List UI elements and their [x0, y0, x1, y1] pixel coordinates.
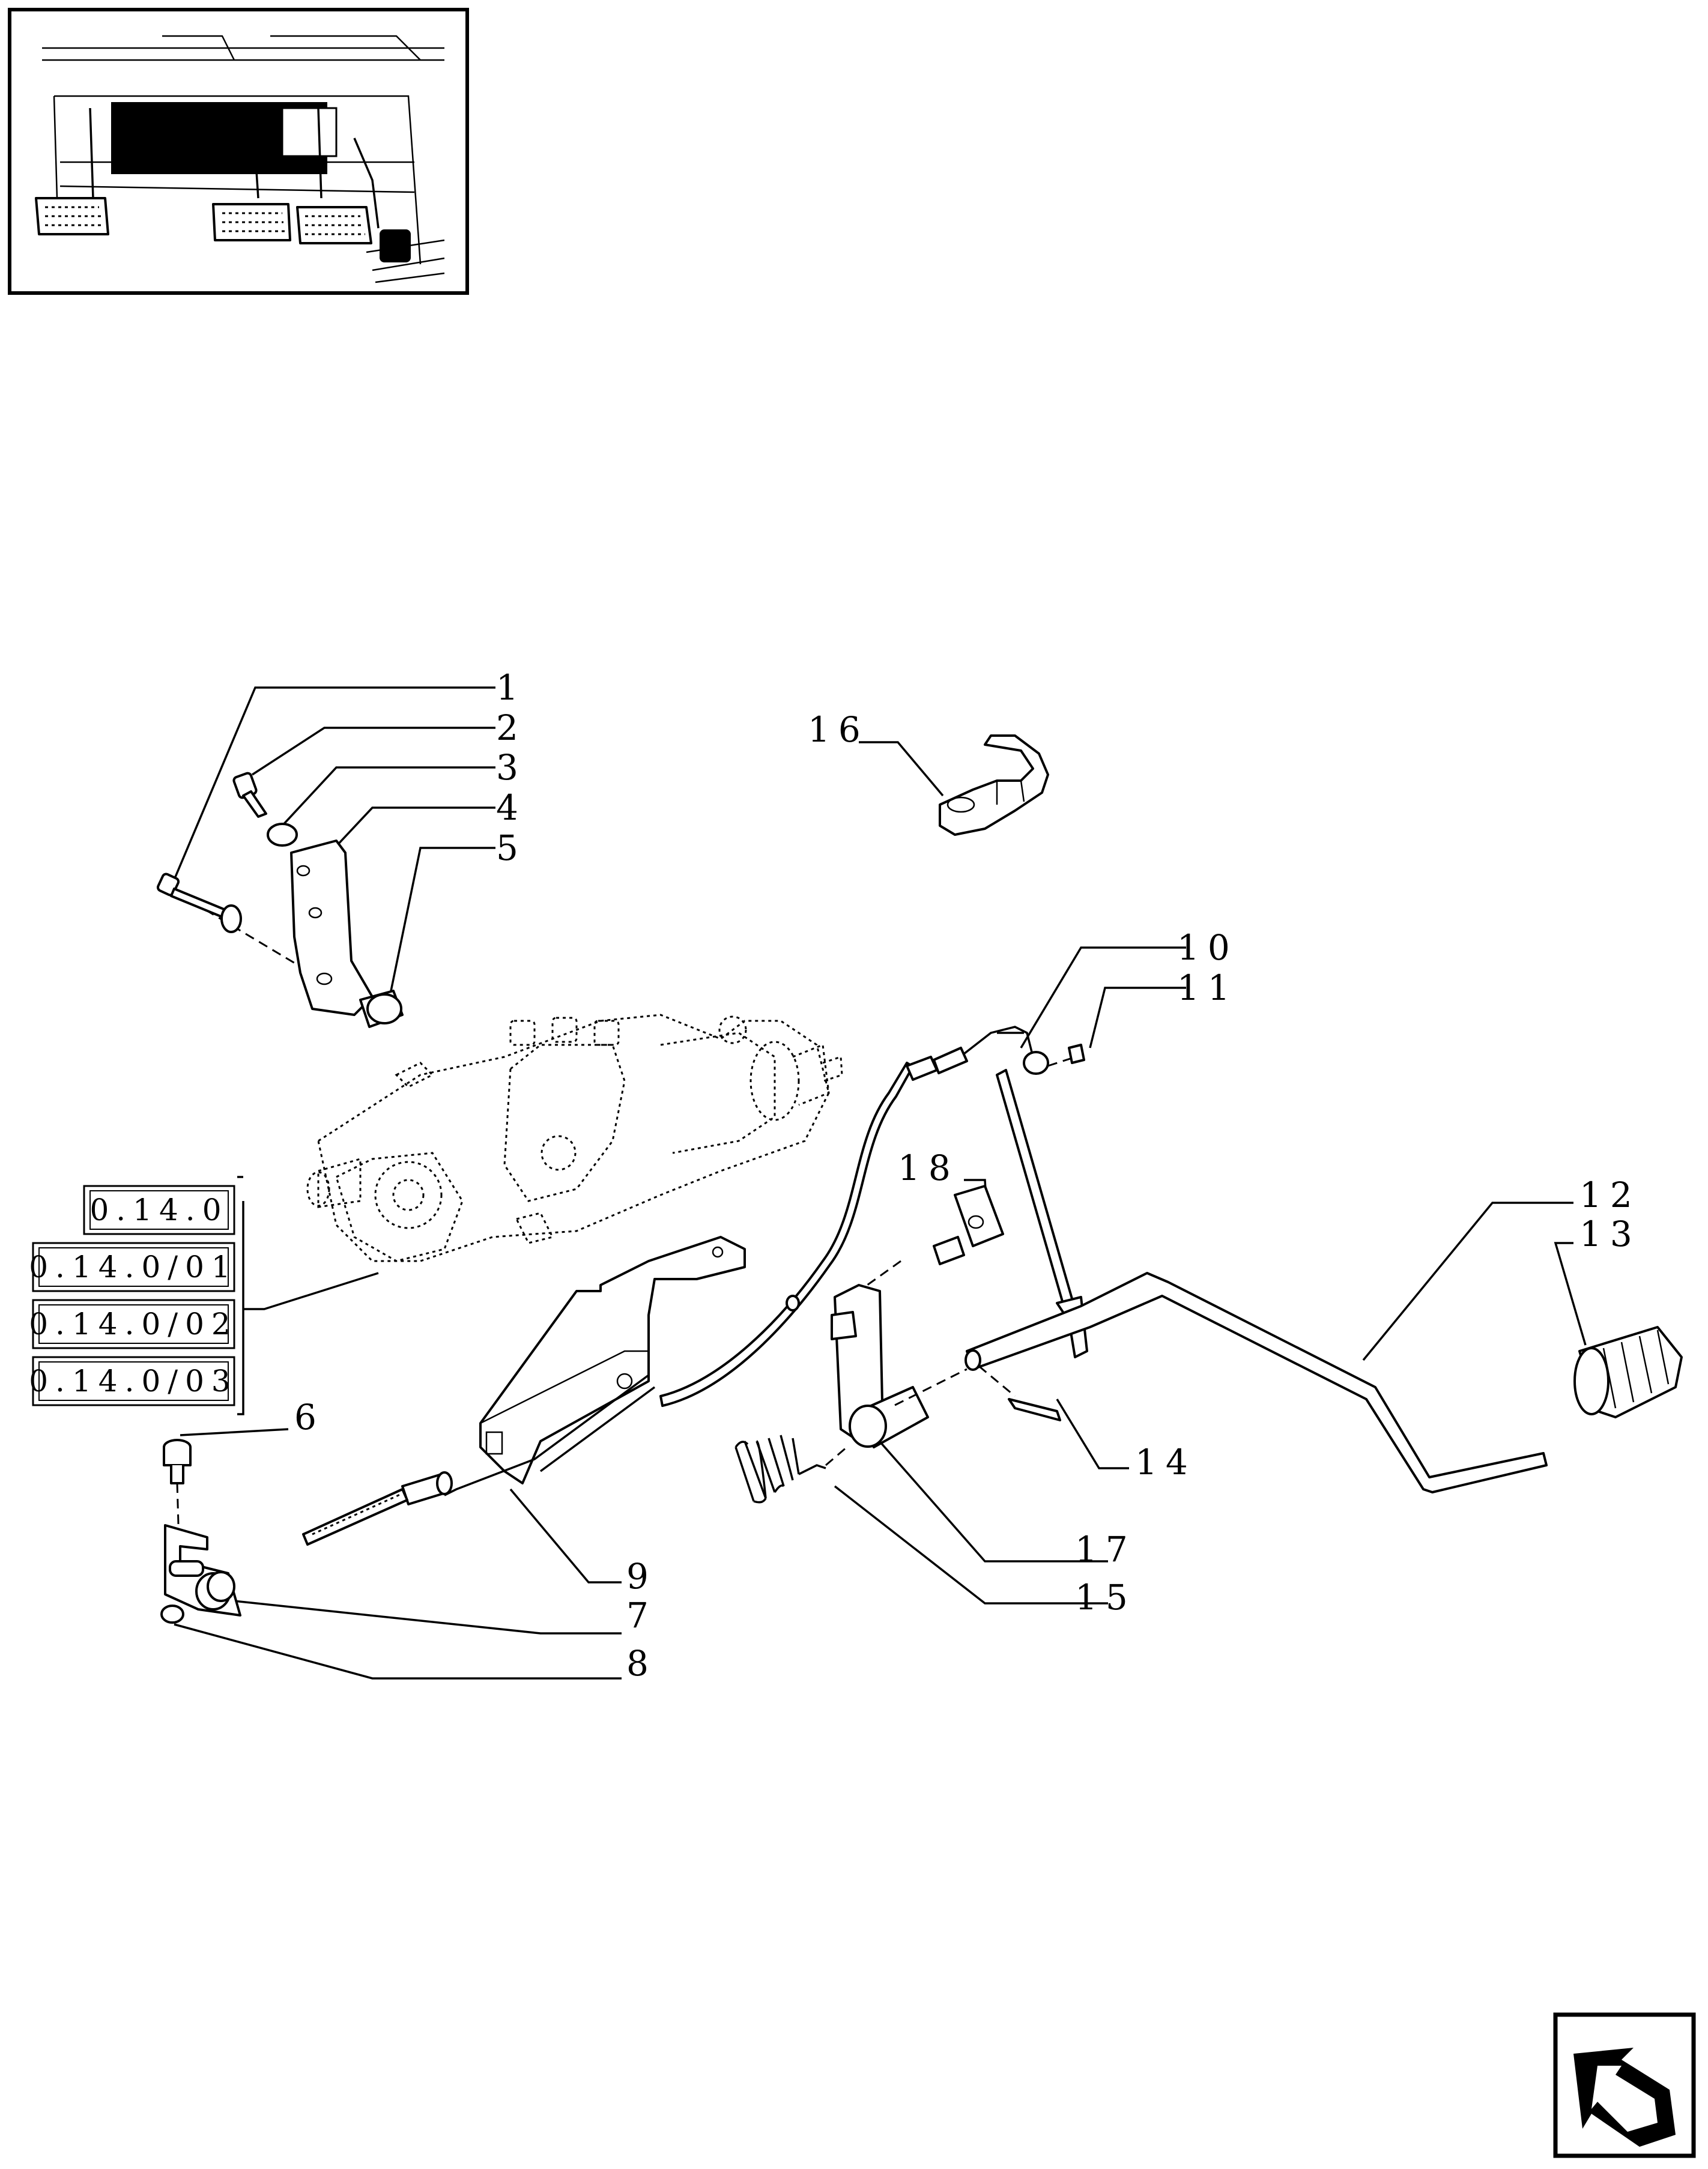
support-bracket: [290, 839, 374, 1016]
callout-10: 10: [1177, 927, 1238, 968]
pedal-pad: [1573, 1326, 1683, 1418]
fitting-18: [933, 1185, 1004, 1265]
callout-1: 1: [496, 667, 527, 708]
callout-8: 8: [626, 1643, 657, 1684]
bolt-short: [232, 772, 267, 818]
reference-box-1[interactable]: 0.14.0: [83, 1185, 235, 1235]
spacer-bushing: [359, 990, 404, 1028]
leader-lines: [173, 686, 1587, 1680]
accelerator-pedal-highlight: [380, 229, 411, 262]
reference-label-1: 0.14.0: [89, 1193, 228, 1227]
accelerator-pedal-lever: [965, 1272, 1548, 1493]
cotter-pin-14: [1008, 1398, 1061, 1421]
mounting-bracket-assembly: [156, 772, 404, 1028]
brake-pedal-left: [35, 197, 109, 235]
reference-box-2[interactable]: 0.14.0/01: [29, 1242, 238, 1292]
callout-2: 2: [496, 707, 527, 748]
washer-left: [220, 904, 242, 933]
callout-11: 11: [1177, 967, 1238, 1008]
injection-pump: [306, 1014, 843, 1262]
callout-15: 15: [1075, 1577, 1136, 1618]
reference-label-2: 0.14.0/01: [29, 1250, 238, 1284]
bolt-long: [156, 873, 226, 918]
pedals-location-thumbnail: [8, 8, 469, 295]
cable-clip: [939, 734, 1049, 836]
reference-label-4: 0.14.0/03: [29, 1364, 238, 1399]
clutch-pedal: [296, 206, 372, 244]
callout-14: 14: [1135, 1442, 1196, 1483]
callout-18: 18: [898, 1148, 959, 1188]
callout-labels: 1 2 3 4 5 6 7 8 9 10 11 12 13 14 15 16 1…: [294, 667, 1641, 1684]
next-page-arrow-icon[interactable]: [1553, 2012, 1696, 2158]
reference-boxes: 0.14.0 0.14.0/01 0.14.0/02 0.14.0/03: [29, 1185, 238, 1406]
callout-17: 17: [1075, 1529, 1136, 1570]
callout-7: 7: [626, 1595, 657, 1636]
reference-box-4[interactable]: 0.14.0/03: [29, 1356, 238, 1406]
lock-washer: [267, 823, 298, 847]
callout-9: 9: [626, 1556, 657, 1597]
cable-adjuster: [302, 1471, 453, 1546]
callout-5: 5: [496, 827, 527, 868]
callout-4: 4: [496, 787, 527, 828]
reference-box-3[interactable]: 0.14.0/02: [29, 1299, 238, 1349]
callout-16: 16: [808, 709, 869, 750]
cable-end-bracket: [164, 1524, 241, 1617]
return-spring-15: [734, 1435, 826, 1504]
cable-upper-end: [906, 1026, 1049, 1081]
reference-label-3: 0.14.0/02: [29, 1307, 238, 1342]
cable-mount-plate: [479, 1236, 746, 1484]
screw-6: [163, 1439, 192, 1484]
nut-8: [160, 1605, 184, 1624]
retaining-clip-11: [1068, 1044, 1085, 1064]
brake-pedal-right: [212, 203, 291, 241]
callout-13: 13: [1579, 1214, 1641, 1254]
throttle-lever-17: [831, 1284, 929, 1448]
callout-3: 3: [496, 747, 527, 788]
throttle-cable-assembly: [160, 1062, 914, 1624]
callout-12: 12: [1579, 1175, 1641, 1215]
callout-6: 6: [294, 1397, 325, 1438]
